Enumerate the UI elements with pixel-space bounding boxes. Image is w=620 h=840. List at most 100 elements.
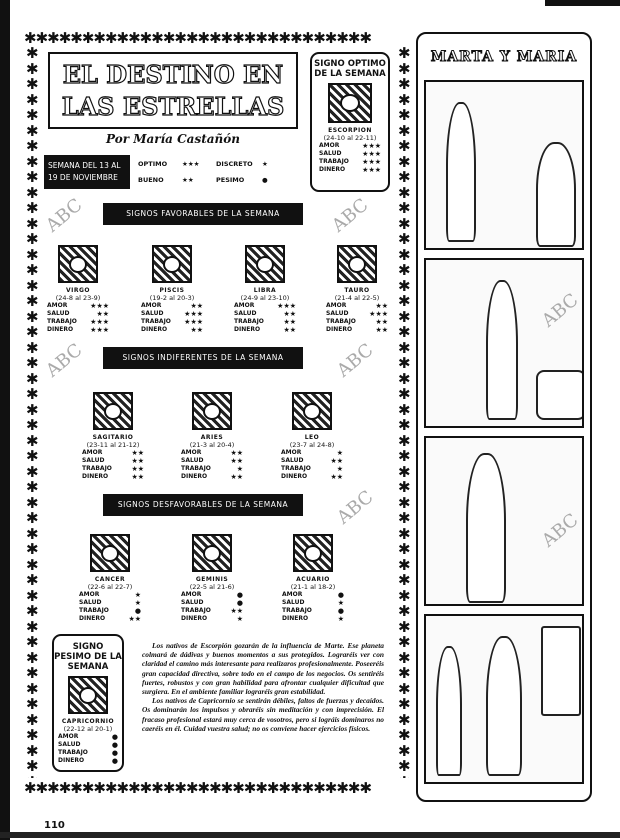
rating-label: AMOR [326, 302, 347, 309]
rating-value: ★★★ [184, 310, 203, 318]
capricorn-illustration [68, 676, 108, 714]
rating-value: ★ [134, 591, 141, 599]
rating-value: ★★ [283, 326, 296, 334]
watermark: ABC [327, 194, 373, 237]
legend-label: BUENO [138, 176, 164, 184]
sign-card: GEMINIS(22-5 al 21-6)AMOR●SALUD●TRABAJO★… [167, 530, 257, 623]
rating-value: ★★ [375, 326, 388, 334]
ratings: AMOR★★SALUD★★★TRABAJO★★DINERO★★ [326, 302, 388, 334]
comic-panel [424, 436, 584, 606]
legend-mark: ★ [262, 160, 268, 168]
legend-mark: ● [262, 176, 268, 184]
sign-dates: (21-1 al 18-2) [290, 583, 336, 591]
rating-label: TRABAJO [282, 607, 312, 614]
sign-name: CAPRICORNIO [61, 718, 115, 725]
best-sign-heading: SIGNO OPTIMO DE LA SEMANA [314, 59, 386, 79]
rating-value: ★ [336, 465, 343, 473]
sign-card: PISCIS(19-2 al 20-3)AMOR★★SALUD★★★TRABAJ… [127, 241, 217, 334]
section-banner: SIGNOS DESFAVORABLES DE LA SEMANA [103, 494, 303, 516]
rating-value: ● [111, 733, 118, 741]
comic-panel [424, 258, 584, 428]
title-line-2: LAS ESTRELLAS [61, 91, 285, 121]
page-number: 110 [44, 820, 65, 831]
rating-value: ★ [336, 449, 343, 457]
rating-label: DINERO [326, 326, 353, 333]
rating-value: ★ [337, 615, 344, 623]
watermark: ABC [41, 194, 87, 237]
rating-value: ★★ [375, 302, 388, 310]
horoscope-text: Los nativos de Escorpión gozarán de la i… [142, 641, 384, 733]
rating-label: SALUD [319, 150, 342, 157]
paragraph: Los nativos de Escorpión gozarán de la i… [142, 641, 384, 697]
rating-label: SALUD [82, 457, 105, 464]
sign-name: SAGITARIO [92, 434, 134, 441]
sign-dates: (19-2 al 20-3) [149, 294, 195, 302]
rating-value: ★★ [283, 310, 296, 318]
ratings: AMOR★★★SALUD★★★TRABAJO★★★DINERO★★★ [319, 142, 381, 174]
sign-dates: (24-10 al 22-11) [323, 134, 377, 142]
rating-label: SALUD [79, 599, 102, 606]
asterisk-border-top: ✱✱✱✱✱✱✱✱✱✱✱✱✱✱✱✱✱✱✱✱✱✱✱✱✱✱✱✱✱✱ [24, 30, 372, 46]
ratings: AMOR●SALUD●TRABAJO●DINERO● [58, 733, 118, 765]
rating-value: ★★ [131, 449, 144, 457]
sign-dates: (24-8 al 23-9) [55, 294, 101, 302]
sign-name: ARIES [200, 434, 224, 441]
rating-value: ● [134, 607, 141, 615]
cancer-illustration [90, 534, 130, 572]
rating-value: ★★★ [184, 318, 203, 326]
rating-label: AMOR [234, 302, 255, 309]
legend-label: OPTIMO [138, 160, 168, 168]
rating-value: ★★★ [362, 150, 381, 158]
rating-label: DINERO [82, 473, 109, 480]
rating-label: SALUD [141, 310, 164, 317]
sign-card: ARIES(21-3 al 20-4)AMOR★★SALUD★★TRABAJO★… [167, 388, 257, 481]
sign-name: TAURO [344, 287, 370, 294]
libra-illustration [245, 245, 285, 283]
rating-value: ★★ [96, 310, 109, 318]
rating-value: ★★ [131, 465, 144, 473]
sign-card: ACUARIO(21-1 al 18-2)AMOR●SALUD★TRABAJO●… [268, 530, 358, 623]
comic-title: MARTA Y MARIA [430, 49, 578, 66]
rating-label: AMOR [58, 733, 79, 740]
rating-value: ● [111, 749, 118, 757]
ratings: AMOR★★SALUD★★TRABAJO★★DINERO★★ [82, 449, 144, 481]
rating-value: ★★ [330, 473, 343, 481]
rating-value: ★★★ [362, 158, 381, 166]
rating-value: ★★ [230, 607, 243, 615]
rating-value: ★★★ [362, 142, 381, 150]
ratings: AMOR★★★SALUD★★TRABAJO★★DINERO★★ [234, 302, 296, 334]
rating-label: AMOR [282, 591, 303, 598]
rating-label: TRABAJO [326, 318, 356, 325]
rating-value: ★★ [128, 615, 141, 623]
rating-label: AMOR [79, 591, 100, 598]
rating-label: DINERO [181, 615, 208, 622]
legend-mark: ★★ [182, 176, 194, 184]
piscis-illustration [152, 245, 192, 283]
worst-sign-heading: SIGNO PESIMO DE LA SEMANA [54, 642, 122, 672]
paragraph: Los nativos de Capricornio se sentirán d… [142, 696, 384, 733]
leo-illustration [292, 392, 332, 430]
ratings: AMOR●SALUD★TRABAJO●DINERO★ [282, 591, 344, 623]
divider [545, 0, 620, 6]
sign-name: PISCIS [159, 287, 185, 294]
tauro-illustration [337, 245, 377, 283]
rating-label: SALUD [47, 310, 70, 317]
rating-value: ● [337, 591, 344, 599]
rating-label: DINERO [281, 473, 308, 480]
rating-label: DINERO [234, 326, 261, 333]
comic-panel [424, 614, 584, 784]
ratings: AMOR★★★SALUD★★TRABAJO★★★DINERO★★★ [47, 302, 109, 334]
sign-dates: (23-11 al 21-12) [86, 441, 140, 449]
rating-value: ● [236, 591, 243, 599]
ratings: AMOR★★SALUD★★★TRABAJO★★★DINERO★★ [141, 302, 203, 334]
rating-value: ★★★ [90, 302, 109, 310]
asterisk-border-left: ✱✱✱✱✱✱✱✱✱✱✱✱✱✱✱✱✱✱✱✱✱✱✱✱✱✱✱✱✱✱✱✱✱✱✱✱✱✱✱✱… [26, 46, 39, 778]
sign-card: CANCER(22-6 al 22-7)AMOR★SALUD★TRABAJO●D… [65, 530, 155, 623]
rating-label: DINERO [79, 615, 106, 622]
section-banner: SIGNOS FAVORABLES DE LA SEMANA [103, 203, 303, 225]
asterisk-border-right: ✱✱✱✱✱✱✱✱✱✱✱✱✱✱✱✱✱✱✱✱✱✱✱✱✱✱✱✱✱✱✱✱✱✱✱✱✱✱✱✱… [398, 46, 411, 778]
geminis-illustration [192, 534, 232, 572]
rating-value: ★★ [131, 457, 144, 465]
rating-label: SALUD [326, 310, 349, 317]
legend-label: DISCRETO [216, 160, 253, 168]
